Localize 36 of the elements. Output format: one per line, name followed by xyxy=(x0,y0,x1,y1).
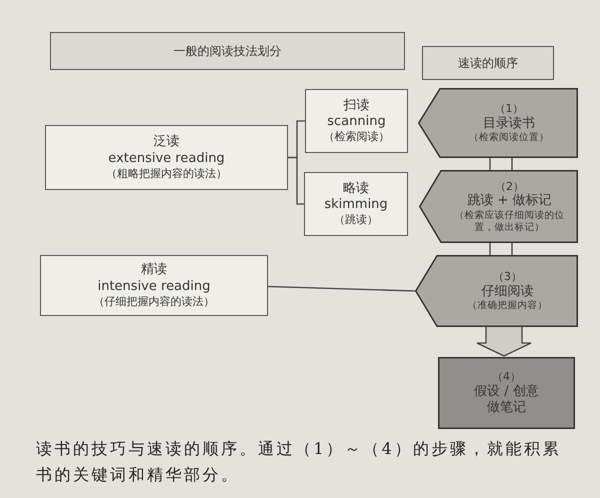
english-term: intensive reading xyxy=(98,278,210,295)
connector-line xyxy=(288,156,304,205)
term-note: （粗略把握内容的读法） xyxy=(106,166,227,181)
term-label: 略读 xyxy=(343,180,369,198)
step-label: 假设 / 创意 xyxy=(474,384,539,400)
step-number: （2） xyxy=(495,180,524,194)
step-label: 跳读 + 做标记 xyxy=(467,193,552,210)
term-label: 泛读 xyxy=(154,134,180,151)
english-term: extensive reading xyxy=(108,150,225,167)
heading-band: 一般的阅读技法划分 xyxy=(50,32,405,70)
term-box xyxy=(304,172,408,236)
caption: 读书的技巧与速读的顺序。通过（1）～（4）的步骤，就能积累书的关键词和精华部分。 xyxy=(36,438,562,486)
english-term: scanning xyxy=(327,114,386,130)
term-note: （仔细把握内容的读法） xyxy=(94,294,214,309)
step-label: 做笔记 xyxy=(487,400,526,416)
term-label: 精读 xyxy=(141,262,167,279)
term-label: 扫读 xyxy=(344,98,370,114)
step-note: （准确把握内容） xyxy=(468,300,548,312)
term-note: （检索阅读） xyxy=(324,130,390,144)
english-term: skimming xyxy=(324,197,388,214)
connector-line xyxy=(268,286,416,292)
connector-line xyxy=(489,157,513,171)
step-number: （3） xyxy=(493,270,522,284)
term-box xyxy=(305,89,408,153)
step-number: （1） xyxy=(494,102,524,116)
connector-line xyxy=(489,242,513,256)
step-label: 仔细阅读 xyxy=(482,284,534,300)
term-box xyxy=(40,255,268,316)
block-arrow xyxy=(476,326,532,357)
term-box xyxy=(45,125,288,190)
term-note: （跳读） xyxy=(334,213,378,228)
step-note: （检索阅读位置） xyxy=(469,132,549,144)
step-label: 目录读书 xyxy=(483,116,535,132)
step-number: （4） xyxy=(492,370,521,384)
step-note: （检索应该仔细阅读的位置，做出标记） xyxy=(454,210,566,234)
heading-band: 速读的顺序 xyxy=(422,46,554,80)
